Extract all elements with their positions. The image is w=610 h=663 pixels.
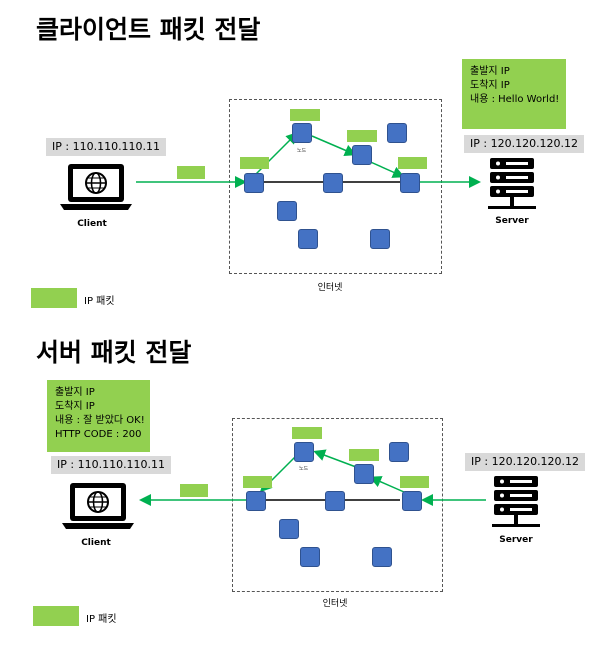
router-node — [323, 173, 343, 193]
router-node — [400, 173, 420, 193]
route-arrow-2 — [313, 449, 357, 468]
route-arrow-1 — [369, 476, 405, 493]
internet-boundary — [232, 418, 443, 592]
router-node — [354, 464, 374, 484]
internet-boundary — [229, 99, 442, 274]
info-line: 도착지 IP — [470, 80, 510, 91]
legend-packet-swatch — [33, 606, 79, 626]
router-node — [292, 123, 312, 143]
router-node — [402, 491, 422, 511]
server-packet-info: 출발지 IP 도착지 IP 내용 : Hello World! — [462, 59, 566, 129]
section-title-server: 서버 패킷 전달 — [36, 338, 192, 367]
server-rack-icon — [490, 474, 542, 536]
client-label: Client — [77, 219, 107, 229]
router-node — [277, 201, 297, 221]
node-label: 노드 — [297, 148, 307, 154]
router-node — [372, 547, 392, 567]
ip-packet — [400, 476, 429, 488]
router-node — [246, 491, 266, 511]
info-line: HTTP CODE : 200 — [55, 429, 142, 440]
ip-packet — [240, 157, 269, 169]
legend-label: IP 패킷 — [84, 296, 115, 307]
info-line: 출발지 IP — [55, 387, 95, 398]
server-label: Server — [495, 216, 529, 226]
legend-packet-swatch — [31, 288, 77, 308]
route-arrow-2 — [311, 135, 357, 156]
info-line: 출발지 IP — [470, 66, 510, 77]
router-node — [300, 547, 320, 567]
ip-packet — [290, 109, 320, 121]
router-node — [370, 229, 390, 249]
laptop-globe-icon — [60, 160, 132, 216]
section-title-client: 클라이언트 패킷 전달 — [36, 15, 261, 44]
client-ip-label: IP : 110.110.110.11 — [51, 456, 172, 474]
node-label: 노드 — [299, 466, 309, 472]
legend-label: IP 패킷 — [86, 614, 117, 625]
internet-label: 인터넷 — [317, 283, 343, 293]
ip-packet — [349, 449, 379, 461]
internet-label: 인터넷 — [322, 599, 348, 609]
laptop-globe-icon — [62, 479, 134, 535]
ip-packet — [177, 166, 205, 179]
ip-packet — [347, 130, 377, 142]
ip-packet — [398, 157, 427, 169]
ip-packet — [292, 427, 322, 439]
ip-packet — [243, 476, 272, 488]
info-line: 도착지 IP — [55, 401, 95, 412]
info-line: 내용 : 잘 받았다 OK! — [55, 415, 145, 426]
router-node — [244, 173, 264, 193]
router-node — [325, 491, 345, 511]
client-ip-label: IP : 110.110.110.11 — [46, 138, 167, 156]
info-line: 내용 : Hello World! — [470, 94, 560, 105]
router-node — [279, 519, 299, 539]
router-node — [352, 145, 372, 165]
client-packet-info: 출발지 IP 도착지 IP 내용 : 잘 받았다 OK! HTTP CODE :… — [47, 380, 150, 452]
route-arrow-3 — [365, 159, 405, 178]
server-ip-label: IP : 120.120.120.12 — [464, 135, 585, 153]
client-label: Client — [81, 538, 111, 548]
router-node — [298, 229, 318, 249]
router-node — [294, 442, 314, 462]
server-label: Server — [499, 535, 533, 545]
router-node — [387, 123, 407, 143]
server-ip-label: IP : 120.120.120.12 — [465, 453, 586, 471]
server-rack-icon — [486, 156, 538, 218]
router-node — [389, 442, 409, 462]
ip-packet — [180, 484, 208, 497]
